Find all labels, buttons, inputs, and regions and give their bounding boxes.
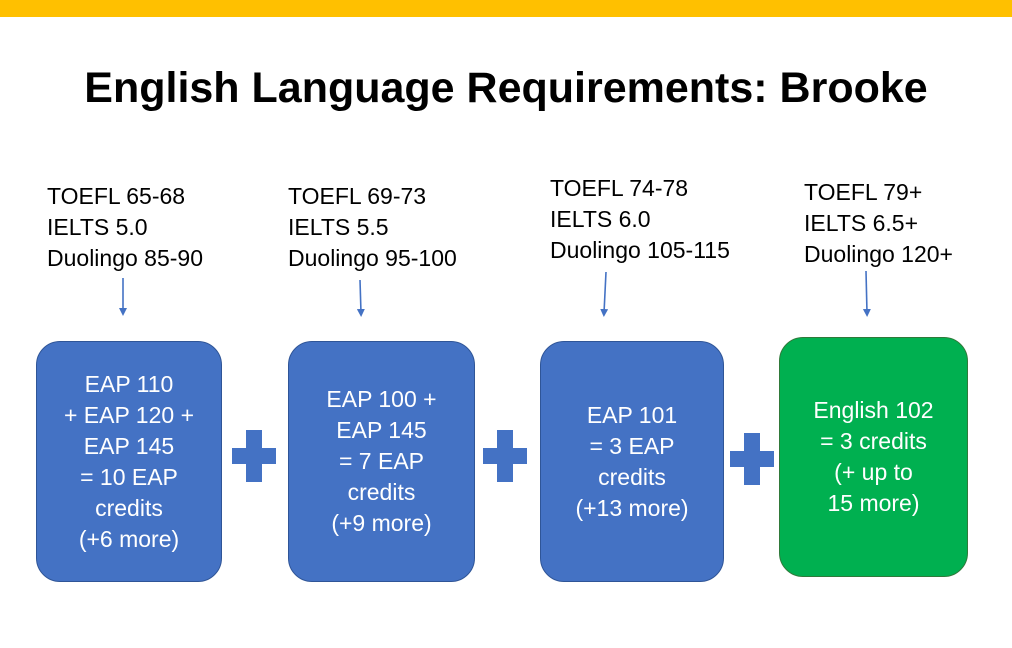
requirement-toefl: TOEFL 79+ [804, 179, 923, 205]
credit-box-3-text: EAP 101 = 3 EAP credits (+13 more) [575, 401, 689, 521]
down-arrow-icon [600, 271, 609, 317]
requirement-ielts: IELTS 6.5+ [804, 210, 919, 236]
requirements-col-2: TOEFL 69-73 IELTS 5.5 Duolingo 95-100 [288, 181, 457, 274]
accent-top-bar [0, 0, 1012, 17]
requirement-duolingo: Duolingo 105-115 [550, 237, 730, 263]
requirement-ielts: IELTS 6.0 [550, 206, 651, 232]
credit-box-1-text: EAP 110 + EAP 120 + EAP 145 = 10 EAP cre… [63, 370, 194, 552]
plus-icon [232, 430, 276, 482]
requirement-duolingo: Duolingo 120+ [804, 241, 953, 267]
down-arrow-icon [356, 279, 365, 317]
credit-box-1: EAP 110 + EAP 120 + EAP 145 = 10 EAP cre… [36, 341, 222, 582]
requirement-toefl: TOEFL 65-68 [47, 183, 186, 209]
requirements-col-1: TOEFL 65-68 IELTS 5.0 Duolingo 85-90 [47, 181, 203, 274]
credit-box-4-text: English 102 = 3 credits (+ up to 15 more… [813, 397, 934, 516]
plus-icon [730, 433, 774, 485]
requirement-duolingo: Duolingo 95-100 [288, 245, 457, 271]
requirements-col-4: TOEFL 79+ IELTS 6.5+ Duolingo 120+ [804, 177, 953, 270]
requirement-toefl: TOEFL 69-73 [288, 183, 427, 209]
requirement-toefl: TOEFL 74-78 [550, 175, 689, 201]
requirement-duolingo: Duolingo 85-90 [47, 245, 204, 271]
credit-box-2-text: EAP 100 + EAP 145 = 7 EAP credits (+9 mo… [326, 386, 437, 536]
requirements-col-3: TOEFL 74-78 IELTS 6.0 Duolingo 105-115 [550, 173, 730, 266]
requirement-ielts: IELTS 5.0 [47, 214, 148, 240]
credit-box-2: EAP 100 + EAP 145 = 7 EAP credits (+9 mo… [288, 341, 475, 582]
credit-box-3: EAP 101 = 3 EAP credits (+13 more) [540, 341, 724, 582]
requirement-ielts: IELTS 5.5 [288, 214, 389, 240]
page-title: English Language Requirements: Brooke [84, 64, 928, 112]
plus-icon [483, 430, 527, 482]
down-arrow-icon [862, 270, 871, 317]
credit-box-4: English 102 = 3 credits (+ up to 15 more… [779, 337, 968, 577]
